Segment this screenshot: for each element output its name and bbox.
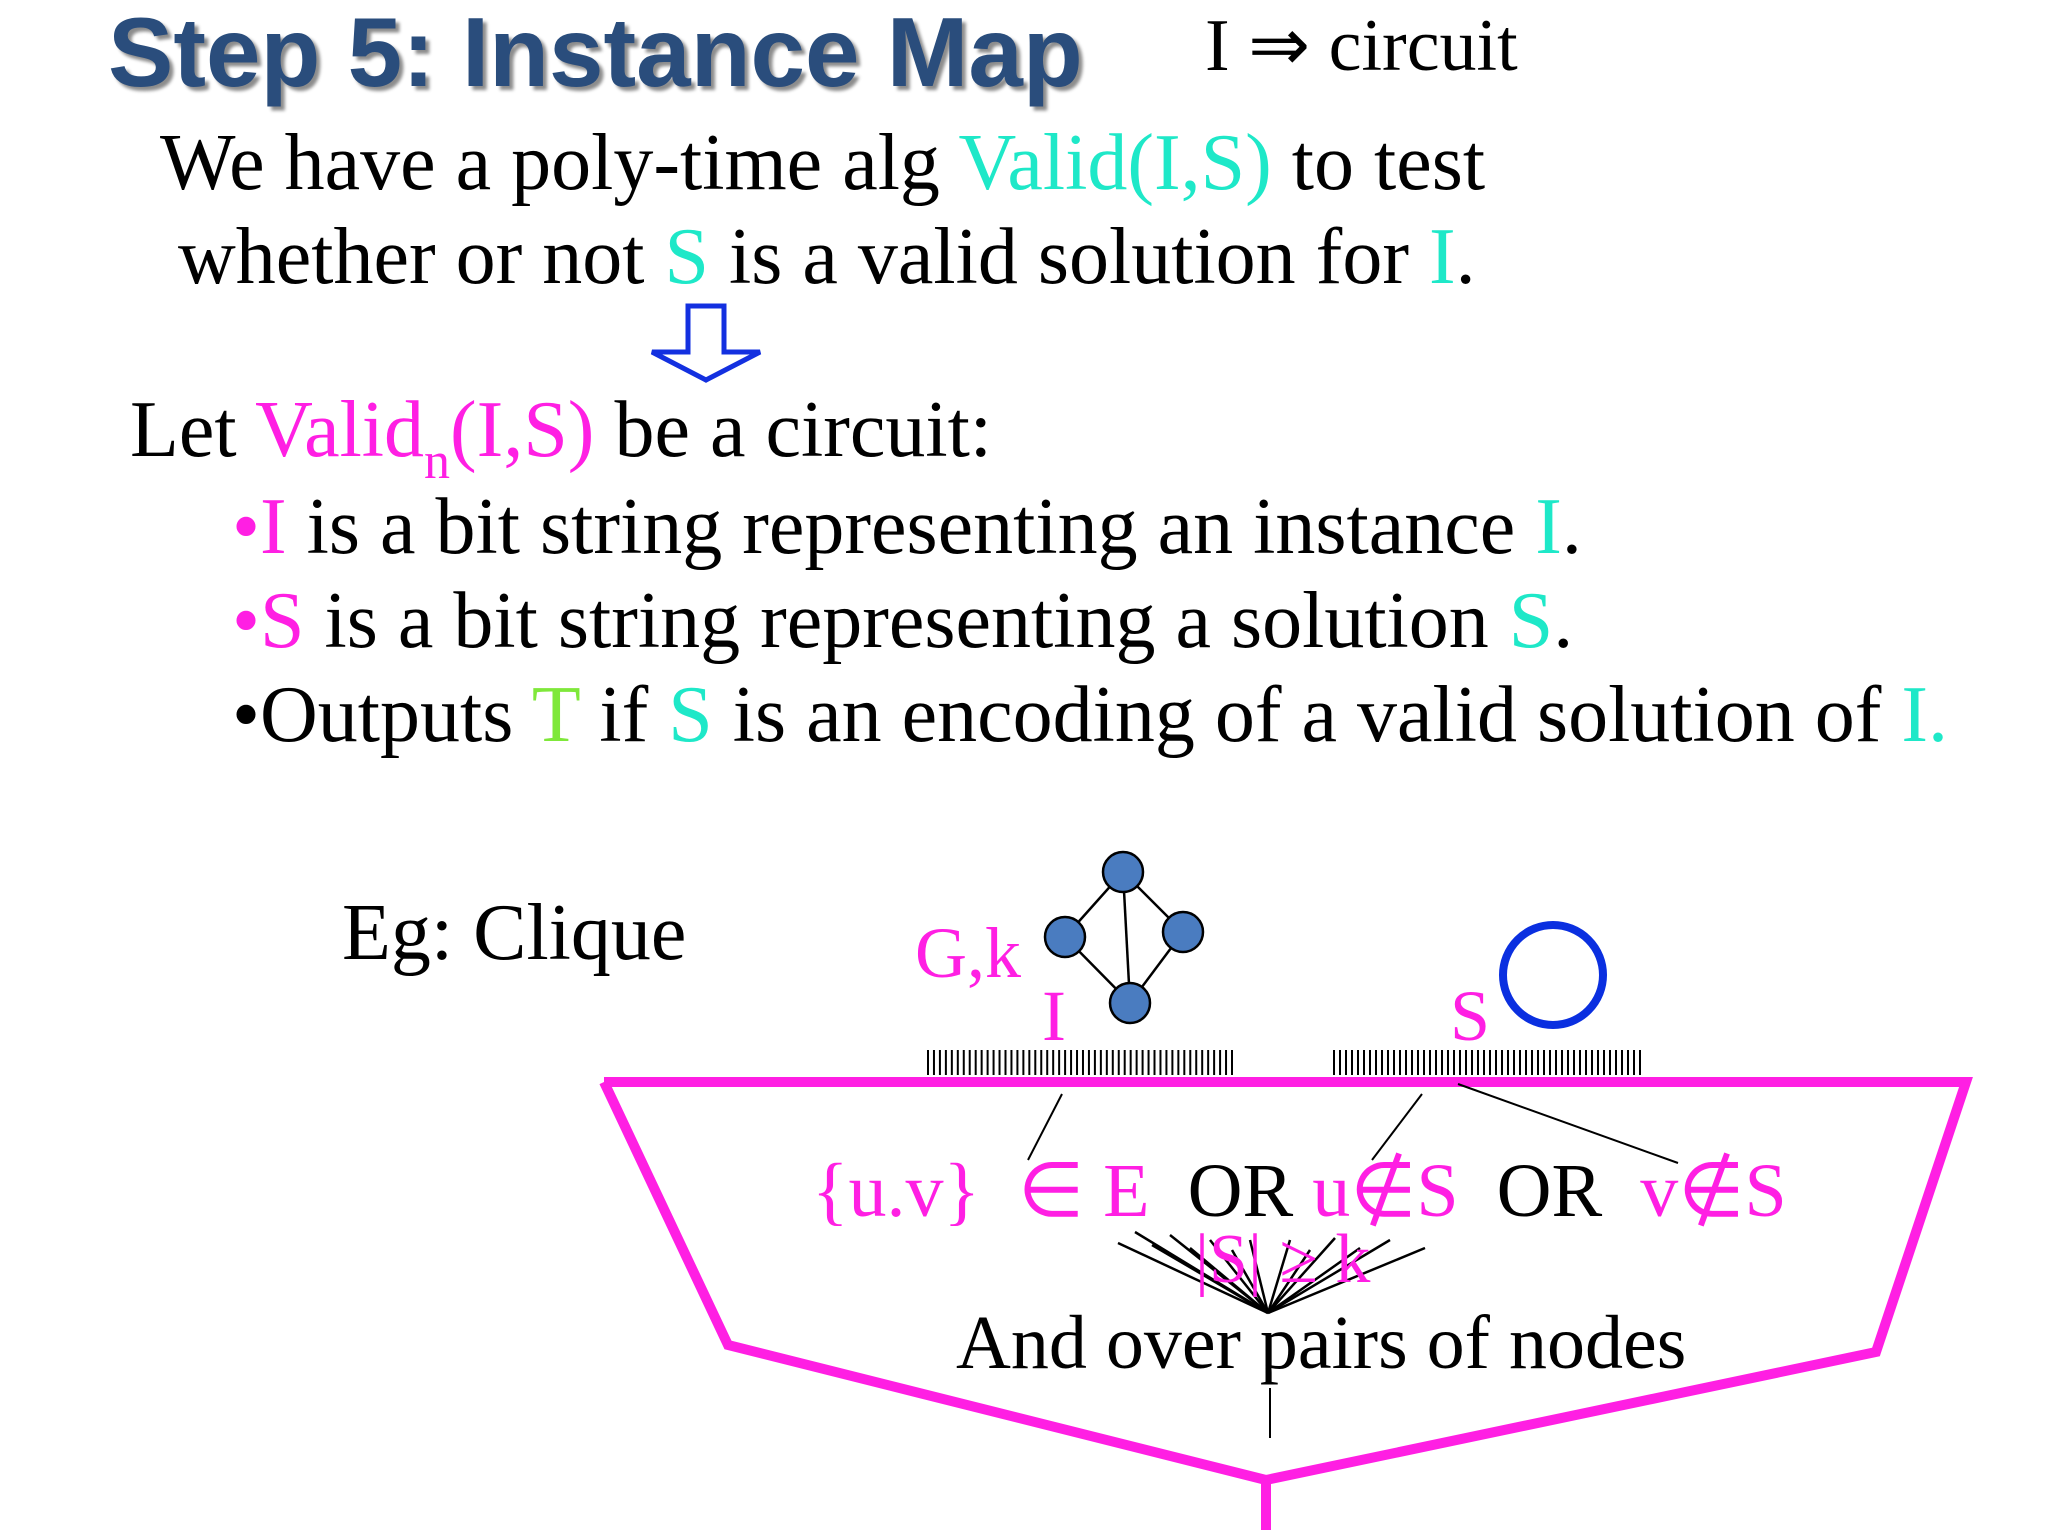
input-s-label: S — [1450, 976, 1491, 1056]
valid-function: Valid(I,S) — [958, 119, 1272, 207]
input-i-label: I — [1042, 976, 1066, 1056]
and-gate-label: And over pairs of nodes — [956, 1301, 1687, 1385]
bullet-solution: •S is a bit string representing a soluti… — [232, 577, 1574, 665]
clause-line: {u.v} ∈ E OR u∉S OR v∉S — [812, 1149, 1787, 1233]
graph-icon — [1043, 850, 1205, 1025]
text-line-1: We have a poly-time alg Valid(I,S) to te… — [160, 119, 1486, 207]
and-fan-in — [1117, 1230, 1426, 1315]
mapping-note: I ⇒ circuit — [1205, 5, 1518, 87]
input-wires — [1027, 1083, 1679, 1164]
bitstring-i — [927, 1050, 1233, 1075]
bullet-instance: •I is a bit string representing an insta… — [232, 483, 1582, 571]
size-check: |S| ≥ k — [1195, 1221, 1371, 1298]
text-line-2: whether or not S is a valid solution for… — [178, 213, 1476, 301]
down-arrow-icon — [650, 303, 762, 383]
solution-circle-icon — [1499, 921, 1607, 1029]
circuit-outline — [599, 1077, 1973, 1530]
graph-k-label: G,k — [915, 913, 1021, 993]
bullet-outputs: •Outputs T if S is an encoding of a vali… — [232, 671, 1949, 759]
bitstring-s — [1333, 1050, 1641, 1075]
example-label: Eg: Clique — [342, 889, 687, 977]
let-line: Let Validn(I,S) be a circuit: — [130, 386, 993, 490]
slide-title: Step 5: Instance Map — [108, 0, 1083, 107]
